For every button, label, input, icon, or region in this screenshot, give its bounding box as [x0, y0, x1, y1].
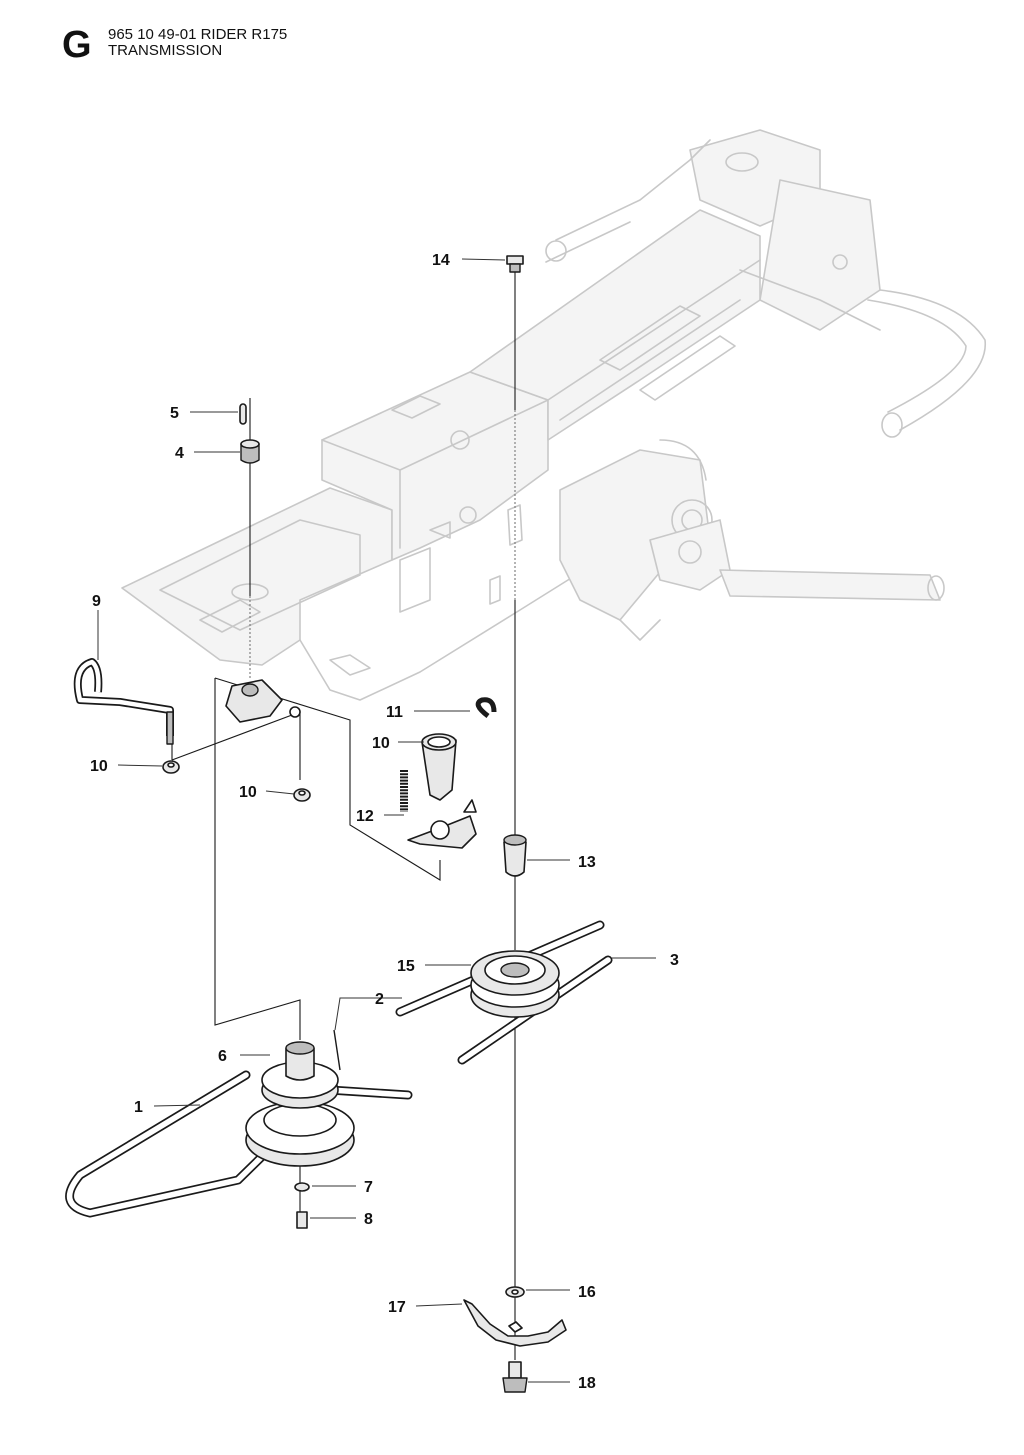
callout-17: 16: [578, 1284, 596, 1301]
part-10-nut-center: [293, 788, 311, 802]
callout-1: 1: [134, 1099, 143, 1116]
callout-11: 10: [372, 735, 390, 752]
callout-7: 7: [364, 1179, 373, 1196]
part-9-rod: [73, 658, 174, 745]
part-16-pulley: [470, 950, 560, 1018]
callout-2: 2: [375, 991, 384, 1008]
callout-9: 9: [92, 593, 101, 610]
title-block: 965 10 49-01 RIDER R175 TRANSMISSION: [108, 27, 287, 59]
model-title: 965 10 49-01 RIDER R175: [108, 26, 288, 43]
callout-15: 14: [432, 252, 450, 269]
part-2-belt-segment-left: [333, 1029, 341, 1071]
part-14-tube: [503, 834, 527, 877]
part-15-bolt: [506, 255, 524, 273]
chassis-frame-ghost: [121, 129, 986, 701]
callout-19: 18: [578, 1375, 596, 1392]
callout-14: 13: [578, 854, 596, 871]
section-title: TRANSMISSION: [108, 42, 223, 59]
assembly-axes: [171, 268, 516, 1360]
leader-lines: [97, 258, 656, 1383]
part-17-washer: [505, 1286, 525, 1298]
part-19-bolt: [502, 1361, 528, 1393]
idler-arm-mount: [225, 679, 301, 723]
callout-4: 4: [175, 445, 184, 462]
callout-10-left: 10: [90, 758, 108, 775]
part-18-bracket: [463, 1299, 567, 1347]
part-11-bushing: [421, 733, 457, 801]
part-10-nut-left: [162, 760, 180, 774]
callout-12: 11: [386, 704, 403, 721]
callout-16: 15: [397, 958, 415, 975]
part-13-spring-arm: [400, 770, 477, 849]
part-6-pulley: [245, 1041, 355, 1167]
callout-10-center: 10: [239, 784, 257, 801]
callout-8: 8: [364, 1211, 373, 1228]
part-7-washer: [294, 1182, 310, 1192]
part-4-spacer: [240, 439, 260, 464]
part-8-bolt: [296, 1211, 308, 1229]
part-5-pin: [239, 403, 247, 425]
part-1-belt: [65, 1070, 413, 1218]
callout-13: 12: [356, 808, 374, 825]
callout-3: 3: [670, 952, 679, 969]
callout-6: 6: [218, 1048, 227, 1065]
callout-18: 17: [388, 1299, 406, 1316]
section-letter: G: [62, 24, 92, 66]
part-12-clip: [475, 697, 497, 718]
callout-5: 5: [170, 405, 179, 422]
callout-labels: 14 5 4 9 11 10 10 10 12 13 15 3 2 6 1 7 …: [90, 252, 679, 1392]
